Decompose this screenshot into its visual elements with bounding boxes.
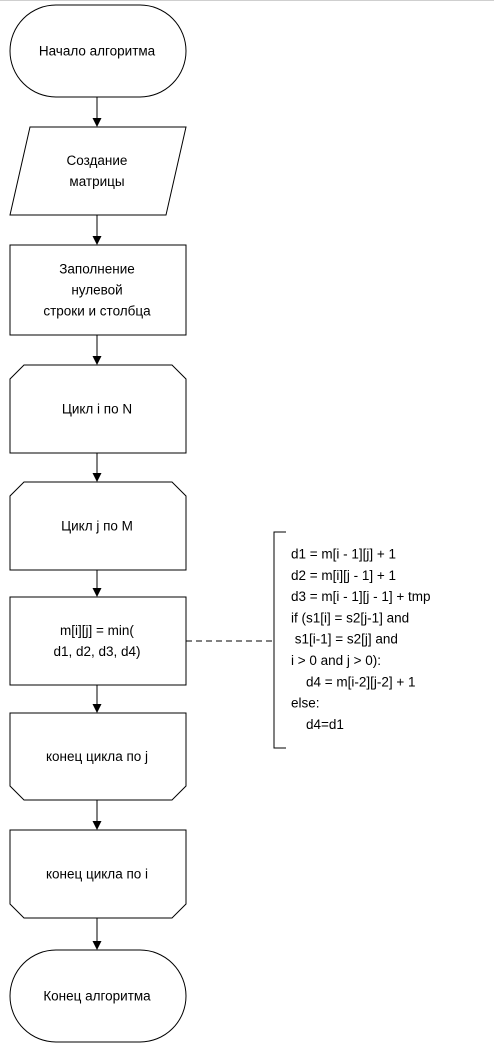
node-create-label-1: матрицы [69,174,124,189]
node-end-label-0: Конец алгоритма [43,989,151,1004]
node-loop-i: Цикл i по N [9,364,187,454]
node-fill-label-2: строки и столбца [43,304,151,319]
annotation-line-7: else: [291,696,320,711]
node-start: Начало алгоритма [9,4,187,98]
node-start-label-0: Начало алгоритма [39,44,156,59]
annotation-line-8: d4=d1 [291,717,344,732]
node-loop-j-label-0: Цикл j по M [61,519,133,534]
node-end: Конец алгоритма [9,949,187,1043]
node-assign-label-0: m[i][j] = min( [60,623,134,638]
annotation-line-2: d3 = m[i - 1][j - 1] + tmp [291,589,431,604]
arrow-end-j-to-end-i [92,800,102,830]
annotation-note: d1 = m[i - 1][j] + 1 d2 = m[i][j - 1] + 1… [186,531,431,749]
arrow-create-to-fill [92,215,102,245]
connectors [92,97,102,950]
annotation-line-6: d4 = m[i-2][j-2] + 1 [291,674,416,689]
arrow-fill-to-loop-i [92,335,102,365]
arrow-assign-to-end-j [92,685,102,713]
node-assign: m[i][j] = min( d1, d2, d3, d4) [9,596,187,686]
annotation-line-4: s1[i-1] = s2[j] and [291,632,398,647]
node-fill-label-1: нулевой [71,283,122,298]
node-end-j-label-0: конец цикла по j [46,749,148,764]
arrow-end-i-to-end [92,918,102,950]
annotation-line-1: d2 = m[i][j - 1] + 1 [291,568,396,583]
annotation-line-5: i > 0 and j > 0): [291,653,381,668]
arrow-start-to-create [92,97,102,127]
node-loop-i-label-0: Цикл i по N [62,402,132,417]
node-fill: Заполнение нулевой строки и столбца [9,244,187,336]
node-end-i-label-0: конец цикла по i [46,867,148,882]
arrow-loop-j-to-assign [92,570,102,597]
node-loop-j: Цикл j по M [9,481,187,571]
node-fill-label-0: Заполнение [59,262,135,277]
node-assign-label-1: d1, d2, d3, d4) [53,644,140,659]
node-end-j: конец цикла по j [9,712,187,801]
annotation-line-3: if (s1[i] = s2[j-1] and [291,610,409,625]
annotation-bracket [273,531,286,749]
annotation-line-0: d1 = m[i - 1][j] + 1 [291,547,396,562]
node-end-i: конец цикла по i [9,829,187,919]
annotation: d1 = m[i - 1][j] + 1 d2 = m[i][j - 1] + 1… [186,531,431,749]
arrow-loop-i-to-loop-j [92,453,102,482]
node-create-label-0: Создание [67,153,128,168]
node-create: Создание матрицы [9,126,187,216]
